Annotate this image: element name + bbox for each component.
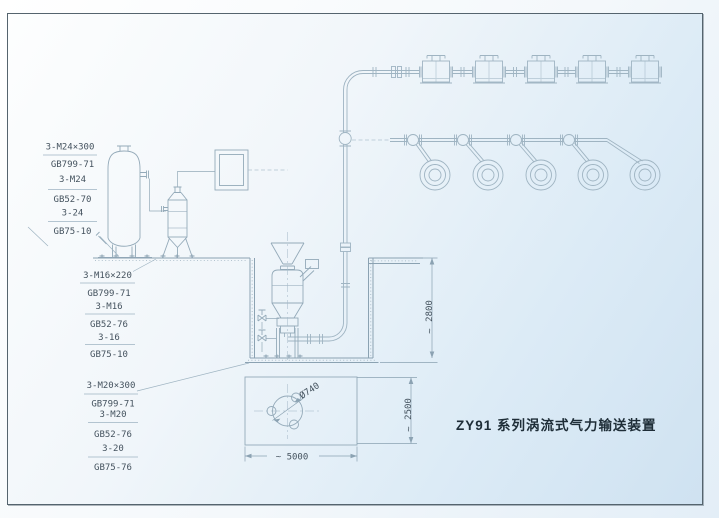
- part-label-block-3: 3-M20×300 GB799-71 3-M20 GB52-76 3-20 GB…: [87, 381, 136, 473]
- top-pipe: [363, 70, 629, 74]
- anchor-bolts-ground: [99, 254, 195, 258]
- part-label: GB52-76: [90, 320, 128, 330]
- dim-plan-length-value: ~ 5000: [276, 453, 309, 463]
- feeder-legs: [276, 328, 299, 358]
- pipe-coupling: [391, 66, 396, 78]
- pit-air-valves: [257, 309, 279, 352]
- bolt-hole: [291, 392, 301, 403]
- riser-coupling: [340, 247, 351, 252]
- conveyor-machine-row: [363, 55, 662, 84]
- label-underlines: [43, 154, 138, 458]
- part-label: GB799-71: [87, 289, 130, 299]
- dim-plan-width-value: 2500: [404, 398, 414, 420]
- oil-water-separator: [161, 171, 215, 258]
- air-tank: [95, 145, 166, 258]
- branch-drop-pipes: [415, 138, 643, 164]
- pit-structure: [93, 254, 423, 363]
- conveyor-unit-1: [419, 55, 453, 84]
- dim-plan-width-tilde: ~: [405, 426, 415, 432]
- conveyor-unit-3: [524, 55, 558, 84]
- part-label: GB799-71: [91, 400, 134, 410]
- separator-inlet: [161, 206, 168, 212]
- part-label-block-1: 3-M24×300 GB799-71 3-M24 GB52-70 3-24 GB…: [46, 143, 95, 238]
- bolt-hole: [289, 419, 299, 430]
- conveyor-unit-5: [628, 55, 662, 84]
- leader-lines: [27, 226, 250, 392]
- dim-pit-depth-tilde: ~: [426, 328, 436, 334]
- feed-hopper: [270, 242, 305, 265]
- riser-pipe: [284, 70, 364, 344]
- dimension-plan-length: [244, 446, 358, 462]
- receiver-1: [419, 159, 451, 191]
- part-label: 3-M20: [99, 410, 126, 420]
- receiver-3: [525, 159, 557, 191]
- distribution-line: [352, 134, 661, 191]
- dimension-pit-depth: [375, 257, 438, 363]
- part-label: GB52-76: [94, 430, 132, 440]
- conveyor-unit-2: [472, 55, 506, 84]
- foundation-plan: [244, 376, 358, 446]
- dimension-plan-width: [357, 377, 417, 444]
- part-label: GB75-10: [54, 227, 92, 237]
- dim-pit-depth-value: 2800: [425, 300, 435, 322]
- part-label: GB75-76: [94, 463, 132, 473]
- vortex-feeder: [270, 232, 319, 362]
- part-label-block-2: 3-M16×220 GB799-71 3-M16 GB52-76 3-16 GB…: [83, 271, 132, 360]
- tank-drain-nozzle: [95, 231, 107, 245]
- part-label: 3-M20×300: [87, 381, 136, 391]
- part-label: 3-20: [102, 444, 124, 454]
- receiver-2: [472, 159, 504, 191]
- part-label: 3-M24: [59, 175, 86, 185]
- conveyor-unit-4: [575, 55, 609, 84]
- part-label: 3-16: [98, 333, 120, 343]
- part-label: GB52-70: [54, 195, 92, 205]
- tank-outlet-nozzle: [140, 170, 149, 179]
- part-label: 3-M24×300: [46, 143, 95, 153]
- air-valve-2: [257, 329, 267, 342]
- air-valve-1: [257, 309, 267, 322]
- part-label: GB799-71: [51, 160, 94, 170]
- dim-bolt-circle-value: Ø740: [298, 380, 322, 401]
- feeder-footprint-circle: [272, 395, 303, 427]
- pipe-coupling: [397, 66, 402, 78]
- part-label: 3-24: [62, 209, 84, 219]
- part-label: 3-M16: [95, 302, 122, 312]
- product-title: ZY91 系列涡流式气力输送装置: [456, 417, 657, 433]
- control-cabinet: [214, 149, 288, 191]
- receiver-5: [629, 159, 661, 191]
- pit-pipe-flanges: [307, 334, 323, 344]
- pipe-flange-ticks: [372, 67, 621, 77]
- bolt-hole: [266, 406, 277, 416]
- part-label: GB75-10: [90, 350, 128, 360]
- part-label: 3-M16×220: [83, 271, 132, 281]
- inlet-gate: [305, 259, 319, 269]
- receiver-4: [577, 159, 609, 191]
- drawing-frame: [7, 13, 703, 505]
- riser-coupling: [340, 242, 351, 248]
- anchor-bolts-pit-floor: [263, 354, 303, 358]
- riser-ball-valve: [338, 132, 352, 145]
